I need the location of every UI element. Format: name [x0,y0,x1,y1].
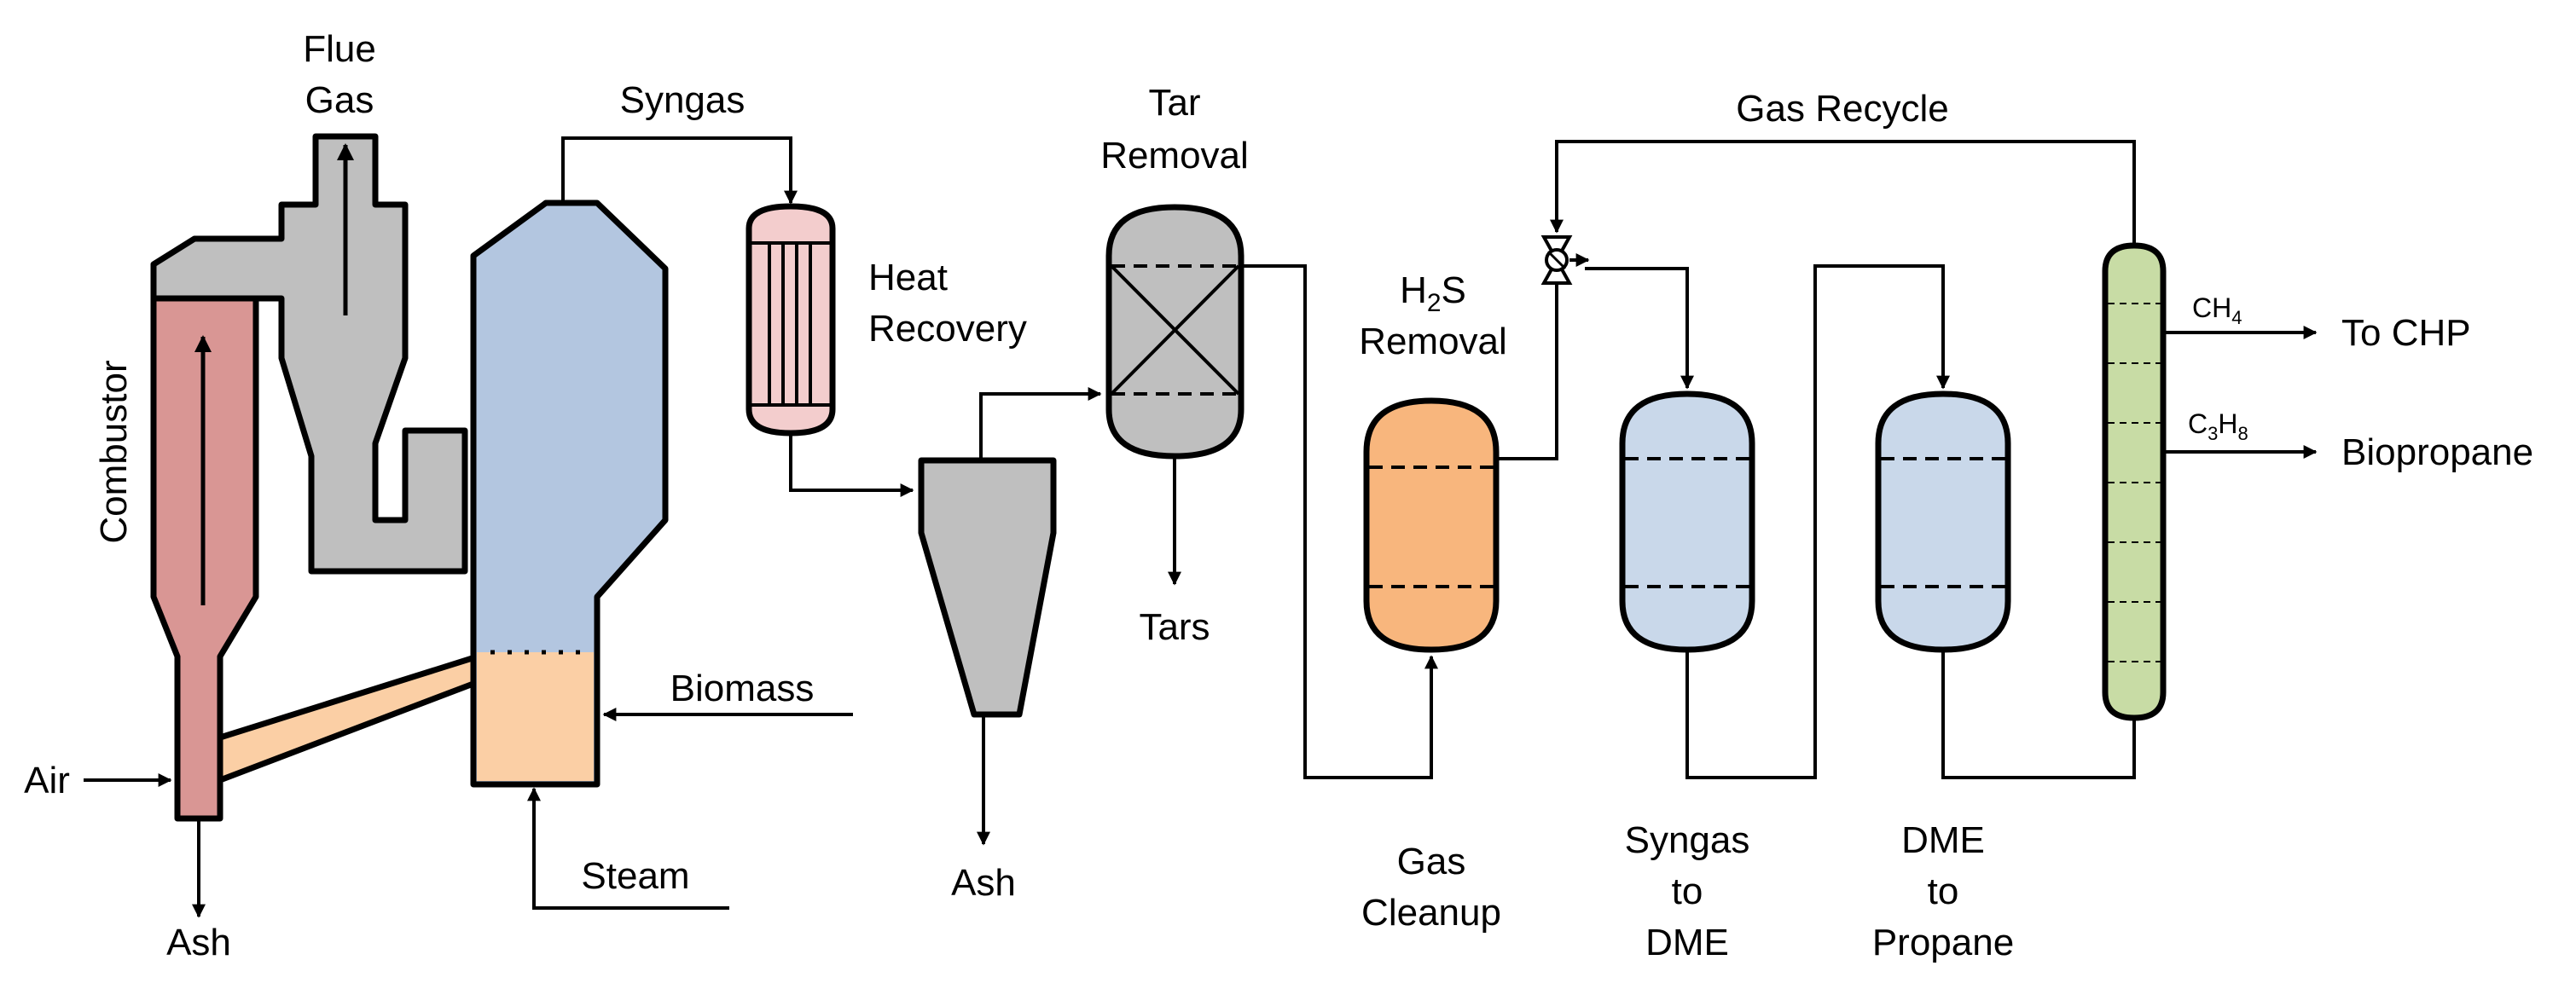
to-chp-label: To CHP [2341,312,2471,354]
flue-gas-label-1: Flue [303,28,376,70]
flue-gas-label-2: Gas [305,79,374,121]
syngas-to-dme-reactor [1619,390,1755,653]
heat-recovery-label-1: Heat [868,257,948,298]
syngas-dme-shell [1619,390,1755,653]
gas-recycle-label: Gas Recycle [1736,88,1948,130]
riser-transfer-pipe [217,653,481,784]
gas-cleanup-label-2: Cleanup [1361,892,1501,934]
distillation-column [2102,242,2167,721]
combustor-label: Combustor [93,360,135,543]
valve-to-dme-pipe-2 [1585,267,1694,390]
cyclone-to-tar-pipe [979,387,1102,460]
gas-cleanup-label-1: Gas [1397,841,1466,882]
tars-label: Tars [1139,606,1210,648]
h2s-to-valve-pipe [1496,281,1558,460]
h2s-removal-label: Removal [1359,321,1507,362]
syngas-pipe [561,136,798,205]
dme-to-propane-reactor [1875,390,2011,653]
biopropane-label: Biopropane [2341,431,2533,473]
particulate-cyclone [918,457,1057,718]
ash-left-label: Ash [166,922,231,963]
flue-gas-cyclone [150,133,468,575]
propane-to-column-pipe [1941,650,2136,779]
tar-removal-label-2: Removal [1100,135,1249,176]
air-label: Air [24,760,70,801]
dme-to-propane-pipe [1685,264,1950,779]
dme-propane-label-2: to [1928,870,1959,912]
heat-recovery-exchanger [746,203,836,437]
ch4-label: CH4 [2192,292,2242,328]
steam-inlet-arrow [527,787,729,910]
tar-removal-label-1: Tar [1148,82,1200,124]
gas-recycle-pipe [1550,140,2136,246]
dme-propane-label-1: DME [1901,819,1985,861]
recycle-valve [1540,235,1573,285]
syngas-dme-label-2: to [1672,870,1703,912]
gasifier-unit [470,200,669,788]
h2s-label: H2S [1400,269,1466,317]
tar-to-cleanup-pipe [1241,264,1438,779]
syngas-label: Syngas [620,79,746,121]
cyclone-body [150,133,468,575]
gasifier-bed [477,652,594,781]
hx-to-cyclone-pipe [789,433,914,497]
syngas-dme-label-1: Syngas [1625,819,1750,861]
dme-propane-shell [1875,390,2011,653]
ash-mid-label: Ash [951,862,1016,904]
heat-recovery-label-2: Recovery [868,308,1027,350]
dme-propane-label-3: Propane [1872,922,2014,963]
syngas-dme-label-3: DME [1645,922,1729,963]
c3h8-label: C3H8 [2188,408,2248,444]
h2s-reactor-shell [1363,397,1500,653]
h2s-removal-reactor [1363,397,1500,653]
tar-removal-reactor [1105,204,1244,460]
biomass-label: Biomass [670,668,815,709]
steam-label: Steam [581,855,689,897]
heat-exchanger-shell [746,203,836,437]
